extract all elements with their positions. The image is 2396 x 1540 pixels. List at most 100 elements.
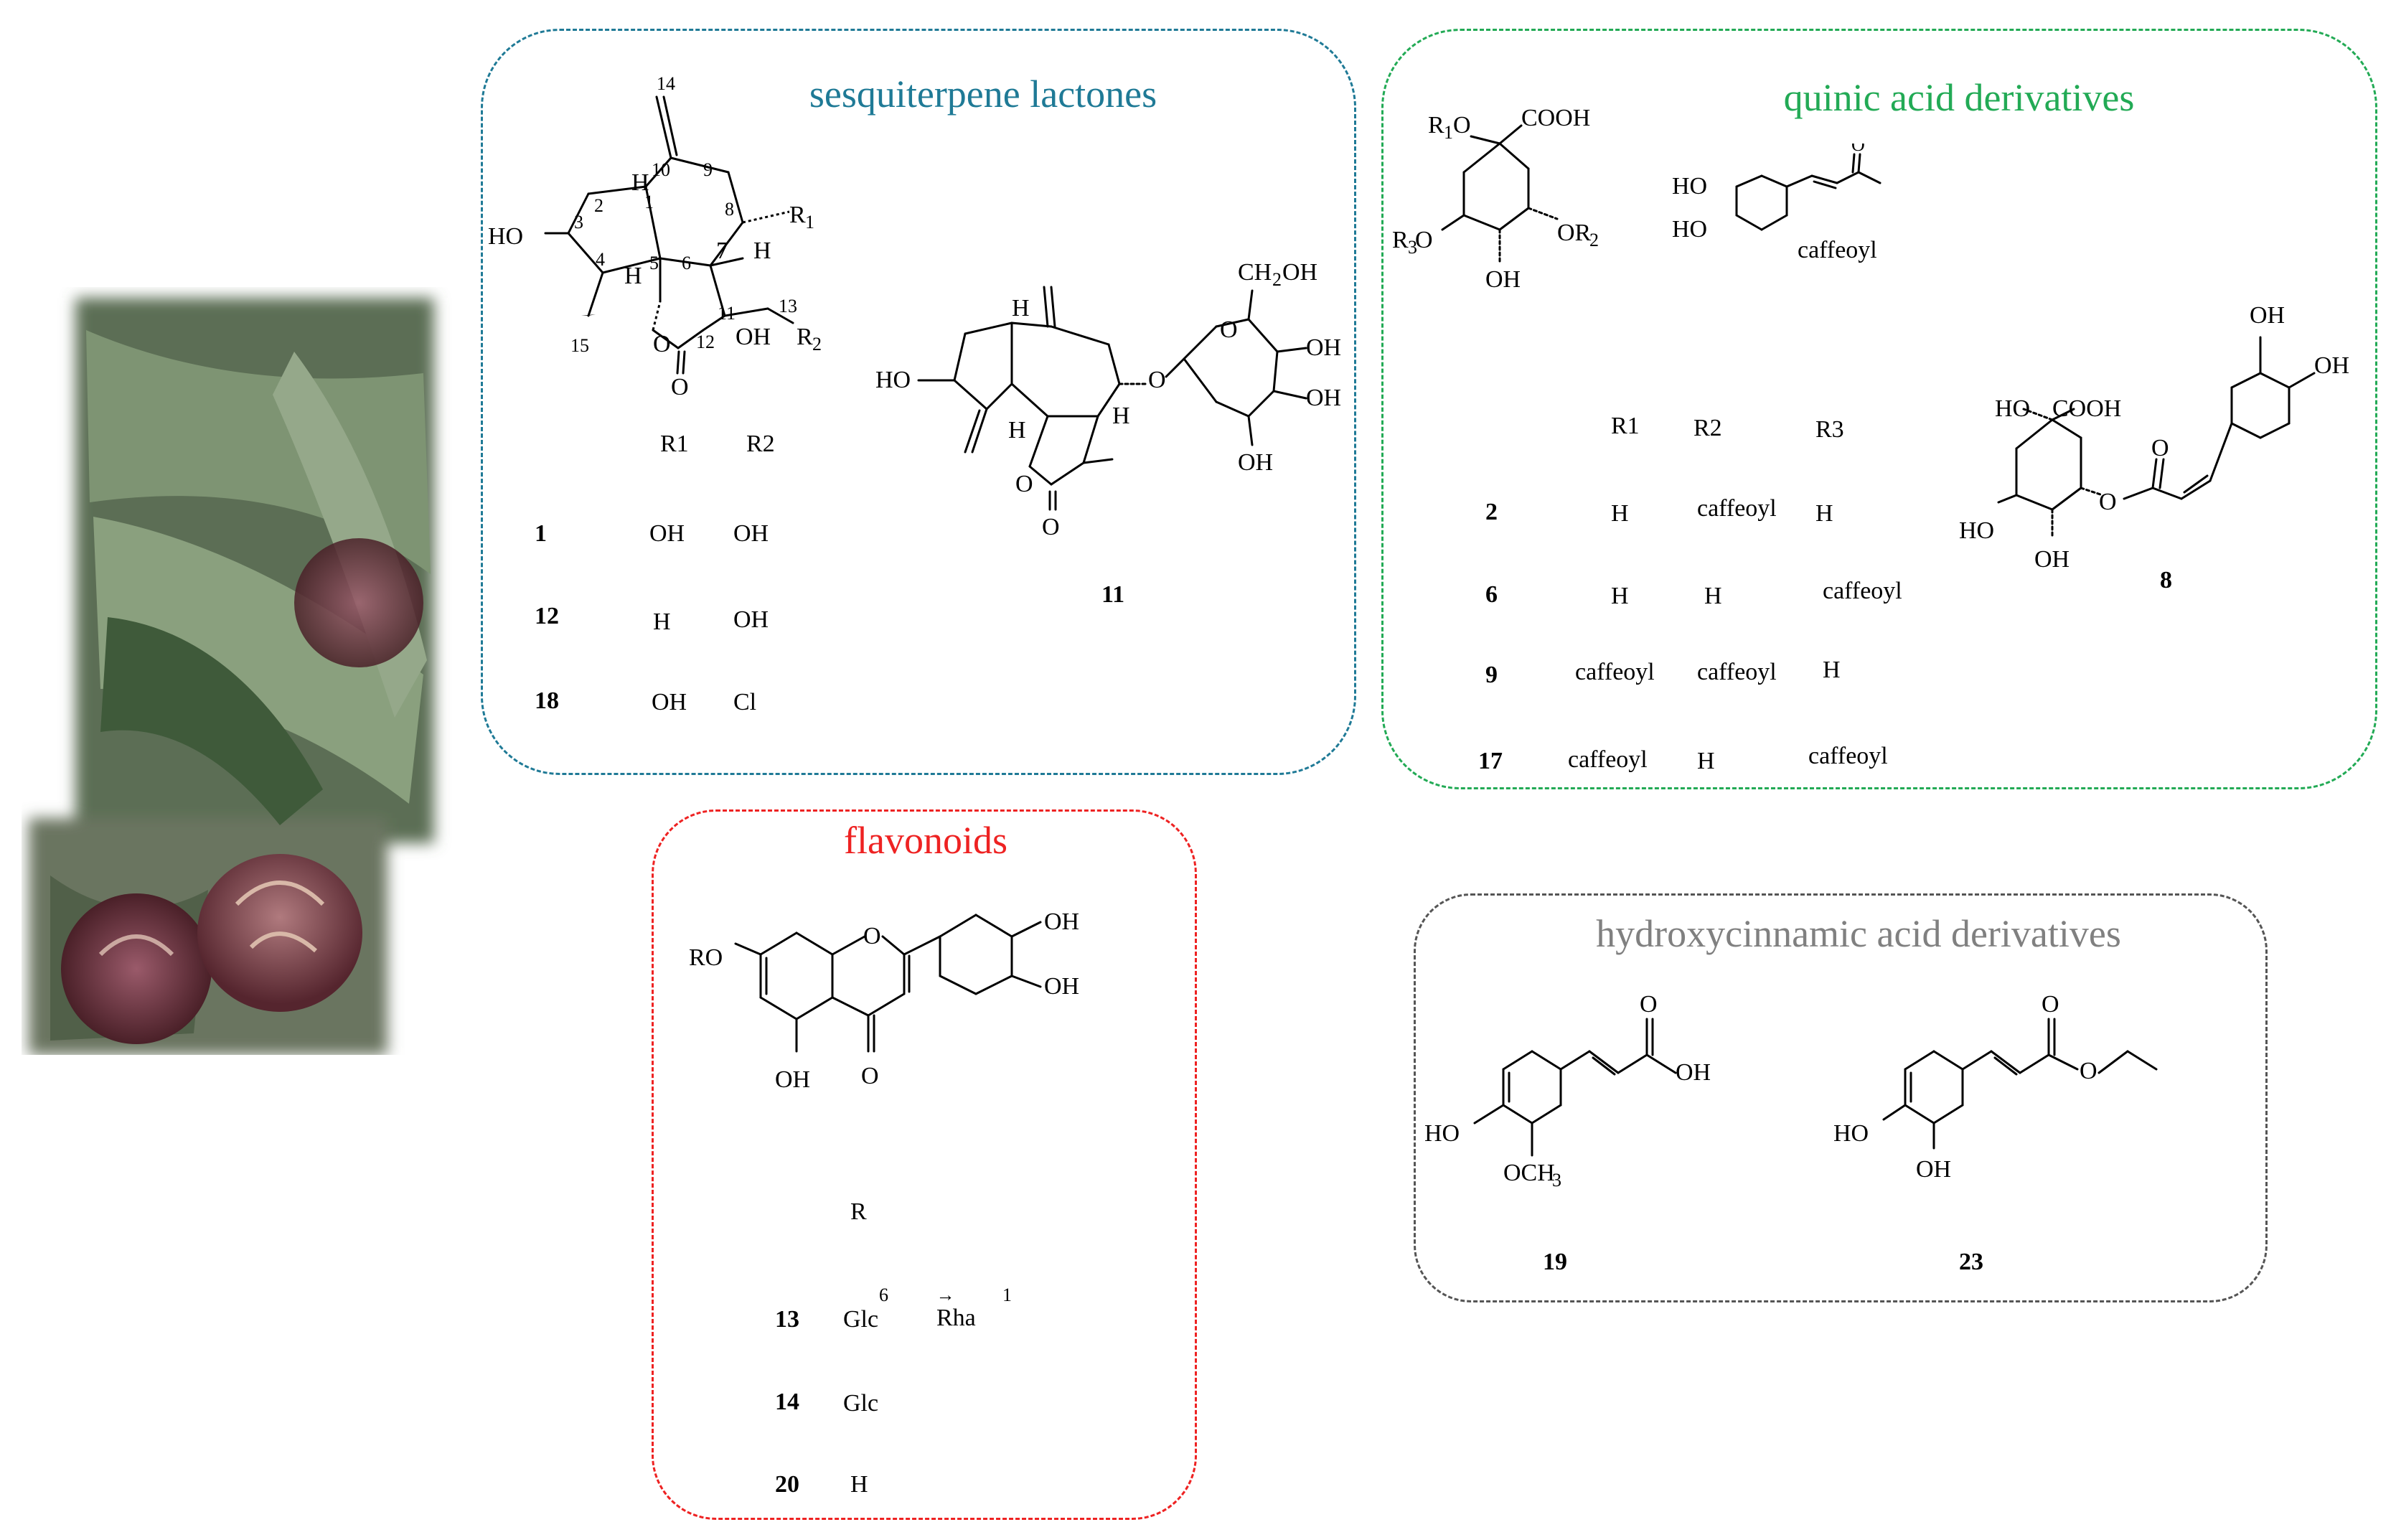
flavonoid-panel [652, 809, 1197, 1520]
svg-text:H: H [1112, 403, 1130, 429]
svg-text:O: O [1415, 227, 1433, 253]
compound-id: 12 [535, 603, 559, 629]
svg-text:OH: OH [775, 1066, 810, 1093]
svg-text:O: O [653, 331, 671, 357]
svg-text:OH: OH [1282, 259, 1317, 286]
header-r2: R2 [746, 431, 775, 457]
svg-text:12: 12 [696, 332, 715, 352]
r-value: Glc [843, 1306, 879, 1333]
r3-value: caffeoyl [1823, 578, 1902, 604]
svg-text:HO: HO [488, 223, 523, 250]
hydroxycinnamic-panel [1414, 893, 2268, 1302]
svg-text:H: H [1008, 417, 1026, 443]
r3-value: caffeoyl [1808, 743, 1888, 769]
compound-id: 18 [535, 687, 559, 714]
svg-text:5: 5 [649, 253, 659, 273]
r2-value: caffeoyl [1697, 495, 1777, 522]
svg-text:O: O [671, 374, 689, 395]
quinic-panel [1381, 29, 2377, 789]
compound-id: 11 [1101, 581, 1125, 608]
svg-text:3: 3 [574, 212, 583, 233]
flavonoid-title: flavonoids [844, 819, 1007, 862]
svg-text:7: 7 [716, 238, 728, 264]
quinic-title: quinic acid derivatives [1783, 76, 2135, 119]
artichoke-photo [22, 287, 452, 1055]
svg-text:O: O [1640, 991, 1658, 1018]
header-r1: R1 [660, 431, 689, 457]
svg-text:H: H [631, 169, 649, 196]
svg-text:11: 11 [718, 303, 736, 324]
svg-text:H: H [753, 238, 771, 264]
svg-text:O: O [1851, 144, 1865, 155]
compound-id: 23 [1959, 1249, 1983, 1275]
hydroxycinnamic-title: hydroxycinnamic acid derivatives [1596, 912, 2121, 955]
svg-text:R: R [1392, 227, 1409, 253]
svg-text:HO: HO [1424, 1120, 1460, 1147]
svg-text:6: 6 [682, 253, 691, 273]
r3-value: H [1823, 657, 1841, 683]
svg-text:HO: HO [875, 367, 911, 393]
svg-text:10: 10 [652, 159, 670, 180]
compound-id: 20 [775, 1471, 799, 1498]
svg-text:HO: HO [1833, 1120, 1869, 1147]
svg-text:2: 2 [812, 334, 822, 355]
svg-text:O: O [861, 1063, 879, 1089]
compound-id: 8 [2160, 567, 2172, 593]
header-r: R [850, 1198, 867, 1225]
r2-value: Cl [733, 689, 757, 715]
r-value: H [850, 1471, 868, 1498]
svg-text:3: 3 [1552, 1170, 1561, 1191]
compound-id: 2 [1485, 499, 1498, 525]
svg-text:OH: OH [1916, 1156, 1951, 1183]
svg-text:4: 4 [596, 249, 605, 270]
svg-text:COOH: COOH [2052, 395, 2121, 422]
r3-value: H [1815, 500, 1833, 527]
svg-text:8: 8 [725, 199, 734, 220]
r2-value: OH [733, 606, 769, 633]
svg-text:O: O [2099, 489, 2117, 515]
caffeoyl-structure: HO HO O [1672, 134, 1916, 273]
svg-text:O: O [1220, 316, 1238, 343]
svg-text:2: 2 [594, 195, 603, 216]
svg-text:2: 2 [1272, 269, 1282, 290]
svg-text:RO: RO [689, 944, 723, 971]
flavonoid-structure: RO O O OH OH OH [689, 875, 1148, 1119]
compound-id: 6 [1485, 581, 1498, 608]
svg-text:14: 14 [657, 73, 675, 94]
svg-text:OH: OH [2314, 352, 2349, 379]
svg-text:1: 1 [644, 192, 654, 212]
svg-text:O: O [1148, 367, 1166, 393]
svg-text:OH: OH [1306, 334, 1341, 361]
svg-text:HO: HO [1672, 173, 1707, 199]
r2-value: H [1704, 583, 1722, 609]
svg-text:OH: OH [1044, 908, 1079, 935]
svg-text:O: O [1015, 471, 1033, 497]
compound-8-structure: HO COOH O O HO OH OH OH [1952, 294, 2382, 596]
r1-value: OH [649, 520, 685, 547]
svg-text:R: R [797, 324, 813, 350]
svg-text:COOH: COOH [1521, 105, 1590, 131]
sesquiterpene-panel [481, 29, 1356, 775]
svg-text:H: H [1012, 295, 1030, 321]
r1-value: H [653, 609, 671, 635]
svg-text:1: 1 [1444, 122, 1453, 143]
svg-text:O: O [863, 923, 881, 949]
r1-value: OH [652, 689, 687, 715]
svg-text:OH: OH [1044, 973, 1079, 1000]
svg-text:13: 13 [779, 296, 797, 316]
compound-id: 19 [1543, 1249, 1567, 1275]
svg-text:O: O [2080, 1058, 2097, 1084]
r2-value: caffeoyl [1697, 659, 1777, 685]
compound-id: 14 [775, 1389, 799, 1415]
svg-text:OR: OR [1557, 220, 1592, 246]
svg-text:OH: OH [1306, 385, 1341, 411]
r1-value: H [1611, 583, 1629, 609]
svg-text:O: O [1453, 112, 1471, 138]
compound-id: 1 [535, 520, 547, 547]
sesquiterpene-core-structure: 14 10 9 8 7 1 2 3 4 5 6 11 12 13 15 H H … [488, 36, 890, 400]
svg-text:OH: OH [736, 324, 771, 350]
svg-text:HO: HO [1995, 395, 2030, 422]
svg-text:CH: CH [1238, 259, 1272, 286]
